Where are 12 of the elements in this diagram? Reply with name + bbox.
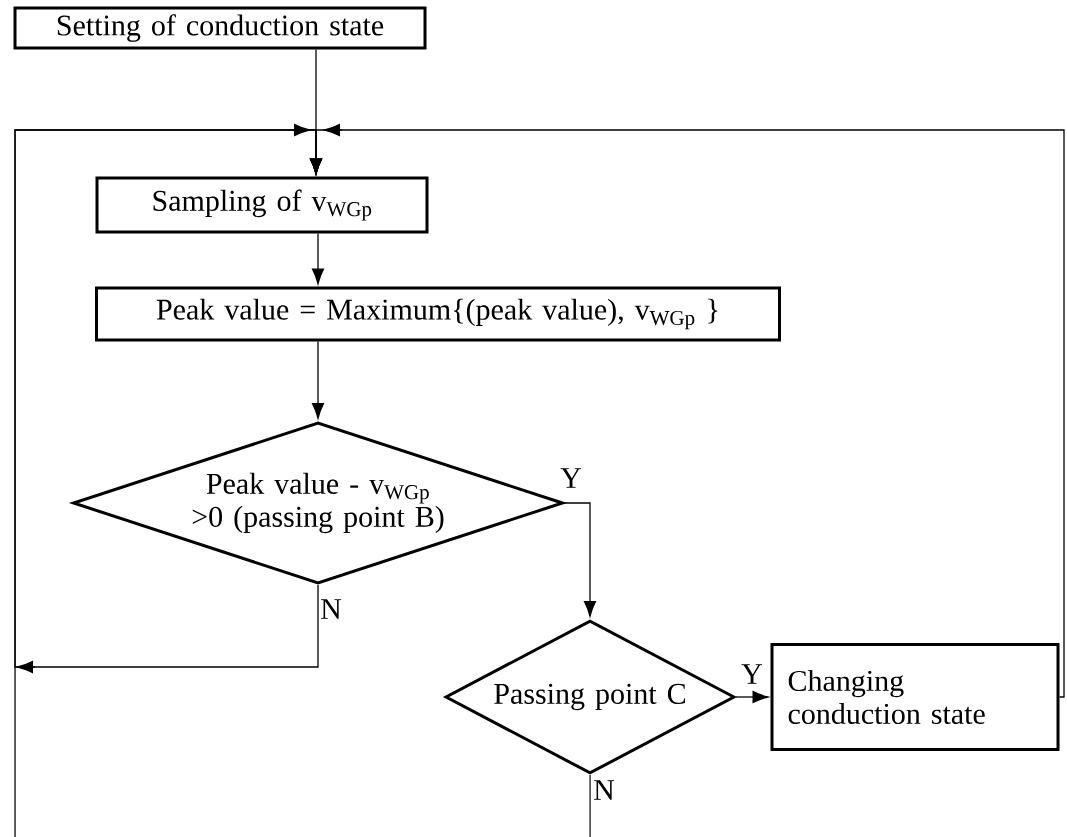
edge-label: N [592,779,616,801]
arrow [311,232,325,285]
process-box: Changing conduction state [770,643,1060,751]
process-box: Peak value = Maximum{(peak value), v$_{WGp}$ } [95,286,781,342]
edge-label: Y [740,663,764,685]
arrow [735,690,769,704]
process-box: Setting of conduction state [13,6,427,50]
arrow [311,340,325,419]
process-box: Sampling of v$_{WGp}$ [95,176,429,234]
arrow [309,123,1065,698]
edge-label: N [319,598,343,620]
arrow [563,502,597,617]
